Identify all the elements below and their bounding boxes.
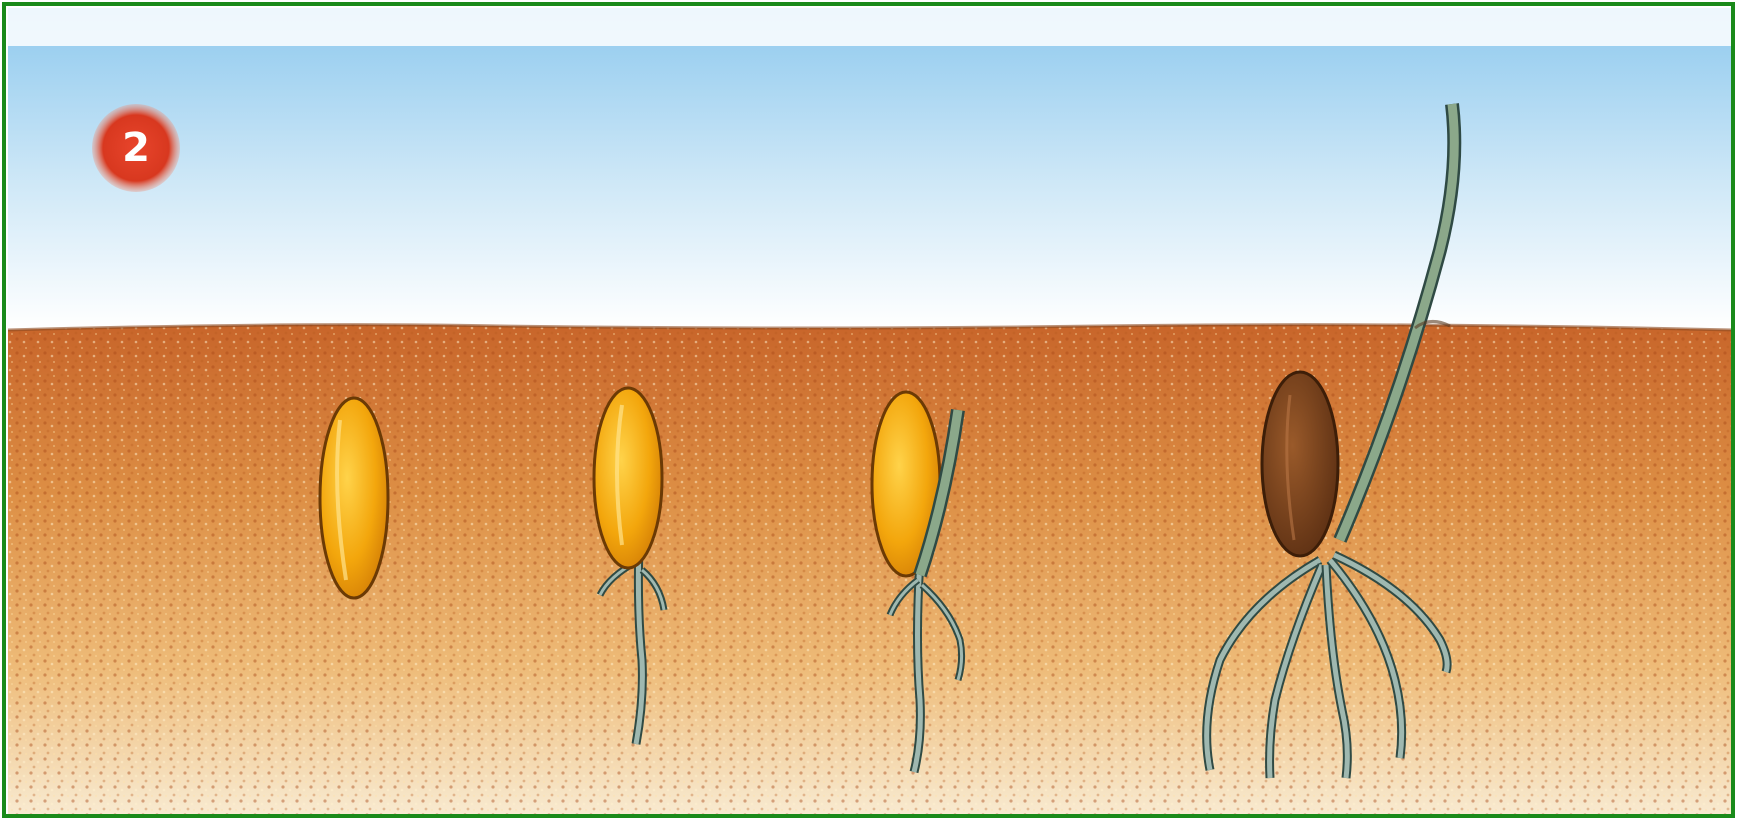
seed-icon [320, 398, 388, 598]
step-badge-label: 2 [96, 108, 176, 188]
sky [8, 8, 1733, 328]
